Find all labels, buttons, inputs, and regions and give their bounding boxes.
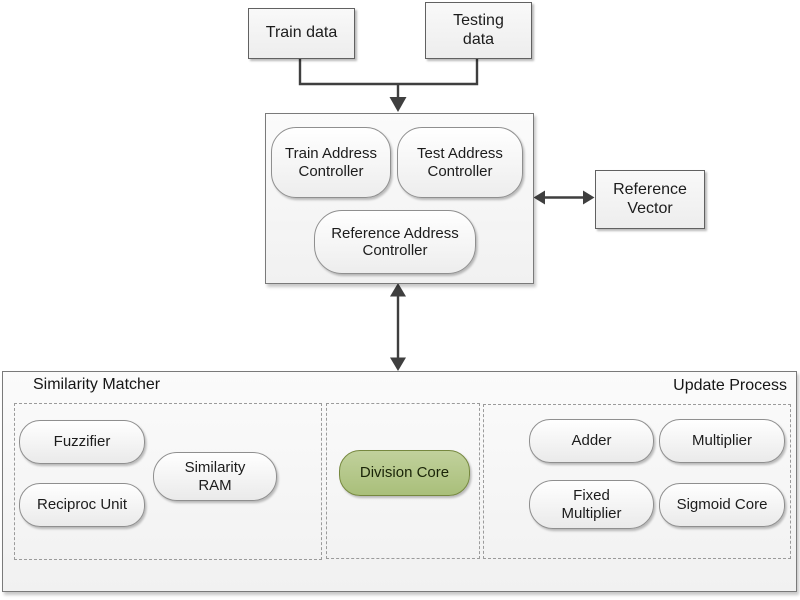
reference-arrow-head-right — [583, 190, 595, 205]
multiplier-label: Multiplier — [691, 432, 752, 450]
fuzzifier-label: Fuzzifier — [53, 433, 111, 451]
similarity-matcher-group — [14, 403, 322, 560]
sigmoid-core-label: Sigmoid Core — [676, 496, 768, 514]
update-process-label: Update Process — [673, 377, 787, 394]
processing-container: Similarity Matcher Update Process Fuzzif… — [2, 371, 797, 592]
test-address-controller: Test Address Controller — [397, 127, 523, 198]
train-address-controller: Train Address Controller — [271, 127, 391, 198]
train-data-label: Train data — [265, 24, 338, 42]
reference-address-controller: Reference Address Controller — [314, 210, 476, 274]
adder-unit: Adder — [529, 419, 654, 463]
reciproc-unit-label: Reciproc Unit — [36, 496, 128, 514]
sigmoid-core-unit: Sigmoid Core — [659, 483, 785, 527]
test-address-controller-label: Test Address Controller — [417, 145, 503, 180]
testing-data-label: Testing data — [453, 12, 504, 48]
adder-label: Adder — [571, 432, 612, 450]
reference-arrow-head-left — [533, 190, 545, 205]
division-core-group — [326, 403, 480, 559]
reference-address-controller-label: Reference Address Controller — [331, 224, 459, 259]
matcher-arrow-head-top — [390, 283, 406, 297]
address-controller-container: Train Address Controller Test Address Co… — [265, 113, 534, 284]
fuzzifier-unit: Fuzzifier — [19, 420, 145, 464]
reciproc-unit: Reciproc Unit — [19, 483, 145, 527]
multiplier-unit: Multiplier — [659, 419, 785, 463]
division-core-label: Division Core — [359, 464, 450, 482]
train-data-box: Train data — [248, 8, 355, 59]
matcher-arrow-head-bottom — [390, 357, 406, 371]
similarity-ram-unit: Similarity RAM — [153, 452, 277, 501]
testing-data-box: Testing data — [425, 2, 532, 59]
down-arrow-head — [389, 97, 407, 112]
division-core-unit: Division Core — [339, 450, 470, 496]
fixed-multiplier-unit: Fixed Multiplier — [529, 480, 654, 529]
fixed-multiplier-label: Fixed Multiplier — [561, 487, 622, 522]
data-merge-connector — [298, 57, 479, 86]
reference-vector-label: Reference Vector — [613, 181, 687, 217]
update-process-group — [483, 404, 791, 559]
train-address-controller-label: Train Address Controller — [285, 145, 377, 180]
similarity-matcher-label: Similarity Matcher — [33, 376, 161, 393]
reference-vector-box: Reference Vector — [595, 170, 705, 229]
similarity-ram-label: Similarity RAM — [184, 459, 246, 494]
